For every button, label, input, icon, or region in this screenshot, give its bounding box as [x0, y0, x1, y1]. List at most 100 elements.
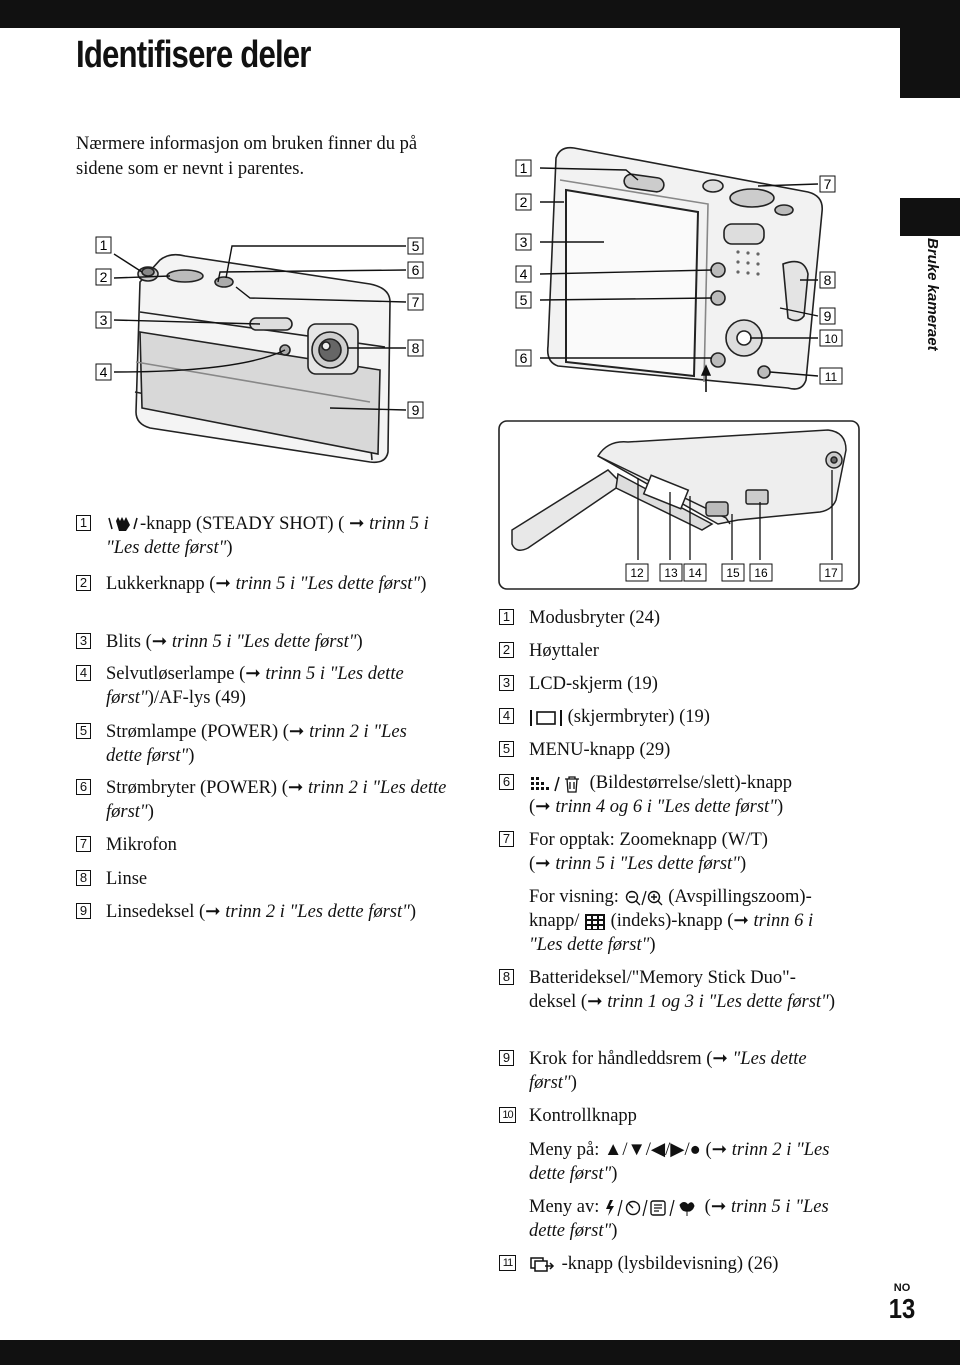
page-number-block: NO 13 [880, 1282, 924, 1324]
bottom-callout-16: 16 [754, 566, 768, 580]
back-callout-2: 2 [520, 194, 528, 210]
list-item: 6 Strømbryter (POWER) (➞ trinn 2 i "Les … [76, 776, 456, 824]
page-language: NO [893, 1282, 911, 1294]
list-item: 7 Mikrofon [76, 833, 456, 857]
index-icon [584, 913, 605, 930]
list-item: 1 -knapp (STEADY SHOT) ( ➞ trinn 5 i "Le… [76, 512, 456, 560]
section-tab-marker [900, 198, 960, 236]
list-item: 11 -knapp (lysbildevisning) (26) [499, 1252, 869, 1276]
list-item: 9 Linsedeksel (➞ trinn 2 i "Les dette fø… [76, 900, 456, 924]
back-callout-4: 4 [520, 266, 528, 282]
page-title: Identifisere deler [76, 34, 311, 76]
item-number: 10 [499, 1107, 516, 1123]
back-callout-9: 9 [824, 308, 832, 324]
front-callout-2: 2 [100, 269, 108, 285]
intro-text: Nærmere informasjon om bruken finner du … [76, 134, 418, 179]
arrow-icon: ➞ [535, 797, 551, 817]
arrow-icon: ➞ [151, 632, 168, 652]
bottom-black-bar [0, 1340, 960, 1365]
item-number: 1 [499, 609, 514, 625]
list-item: 2 Lukkerknapp (➞ trinn 5 i "Les dette fø… [76, 572, 456, 596]
camera-back-illustration: 1 2 3 4 5 6 7 8 9 10 11 [515, 146, 843, 392]
arrow-icon: ➞ [245, 664, 261, 684]
arrow-icon: ➞ [205, 902, 221, 922]
item-number: 4 [76, 665, 91, 681]
front-callout-8: 8 [412, 340, 420, 356]
front-callout-4: 4 [100, 364, 108, 380]
item-number: 11 [499, 1255, 516, 1271]
back-callout-10: 10 [824, 332, 838, 346]
item-number: 5 [76, 723, 91, 739]
arrow-icon: ➞ [710, 1197, 727, 1217]
arrow-icon: ➞ [215, 574, 231, 594]
list-item: 9 Krok for håndleddsrem (➞ "Les dette fø… [499, 1047, 859, 1095]
list-item: For visning: (Avspillingszoom)-knapp/ (i… [529, 887, 814, 955]
back-callouts: 1 2 3 4 5 6 7 8 9 10 11 [515, 159, 843, 385]
list-item: Meny på: ▲/▼/◀/▶/● (➞ trinn 2 i "Les det… [529, 1140, 830, 1184]
bottom-callout-13: 13 [664, 566, 678, 580]
back-callout-1: 1 [520, 160, 528, 176]
list-item: 6 (Bildestørrelse/slett)-knapp (➞ trinn … [499, 771, 869, 819]
arrow-icon: ➞ [535, 854, 551, 874]
back-callout-3: 3 [520, 234, 528, 250]
item-number: 5 [499, 741, 514, 757]
bottom-callouts: 12 13 14 15 16 17 [625, 563, 843, 582]
top-right-black-block [900, 0, 960, 98]
playback-zoom-icon [625, 890, 663, 906]
item-number: 3 [76, 633, 91, 649]
item-number: 7 [76, 836, 91, 852]
list-item: 8 Batterideksel/"Memory Stick Duo"-dekse… [499, 966, 839, 1014]
list-item: 3 Blits (➞ trinn 5 i "Les dette først") [76, 630, 456, 654]
front-callout-5: 5 [412, 238, 420, 254]
item-number: 8 [76, 870, 91, 886]
back-callout-6: 6 [520, 350, 528, 366]
slideshow-icon [530, 1257, 555, 1272]
list-item: 5 Strømlampe (POWER) (➞ trinn 2 i "Les d… [76, 720, 436, 768]
front-callout-3: 3 [100, 312, 108, 328]
arrow-icon: ➞ [711, 1140, 728, 1160]
item-number: 2 [499, 642, 514, 658]
item-number: 1 [76, 515, 91, 531]
bottom-callout-14: 14 [688, 566, 702, 580]
item-number: 3 [499, 675, 514, 691]
arrow-icon: ➞ [288, 722, 305, 742]
front-callout-6: 6 [412, 262, 420, 278]
list-item: 4 (skjermbryter) (19) [499, 705, 869, 729]
item-number: 2 [76, 575, 91, 591]
image-size-delete-icon [531, 776, 579, 793]
camera-front-illustration: 1 2 3 4 5 6 7 8 9 [95, 236, 424, 464]
item-number: 4 [499, 708, 514, 724]
back-callout-11: 11 [825, 370, 838, 384]
list-item: Meny av: (➞ trinn 5 i "Les dette først") [529, 1197, 829, 1241]
back-callout-8: 8 [824, 272, 832, 288]
arrow-icon: ➞ [287, 778, 304, 798]
front-callout-9: 9 [412, 402, 420, 418]
back-callout-5: 5 [520, 292, 528, 308]
display-switch-icon [530, 709, 562, 726]
arrow-icon: ➞ [712, 1049, 728, 1069]
item-number: 6 [76, 779, 91, 795]
item-number: 6 [499, 774, 514, 790]
back-callout-7: 7 [824, 176, 832, 192]
front-callout-7: 7 [412, 294, 420, 310]
steady-shot-icon [108, 516, 138, 531]
item-number: 7 [499, 831, 514, 847]
list-item: 4 Selvutløserlampe (➞ trinn 5 i "Les det… [76, 662, 456, 710]
arrow-icon: ➞ [348, 514, 365, 534]
arrow-icon: ➞ [587, 992, 603, 1012]
page-number: 13 [888, 1293, 916, 1324]
top-black-bar [0, 0, 960, 28]
item-number: 9 [499, 1050, 514, 1066]
front-callout-1: 1 [100, 237, 108, 253]
bottom-callout-12: 12 [630, 566, 644, 580]
front-callouts: 1 2 3 4 5 6 7 8 9 [95, 236, 424, 419]
bottom-callout-15: 15 [726, 566, 740, 580]
bottom-callout-17: 17 [824, 566, 838, 580]
flash-selftimer-scene-macro-icons [606, 1199, 695, 1216]
item-number: 9 [76, 903, 91, 919]
